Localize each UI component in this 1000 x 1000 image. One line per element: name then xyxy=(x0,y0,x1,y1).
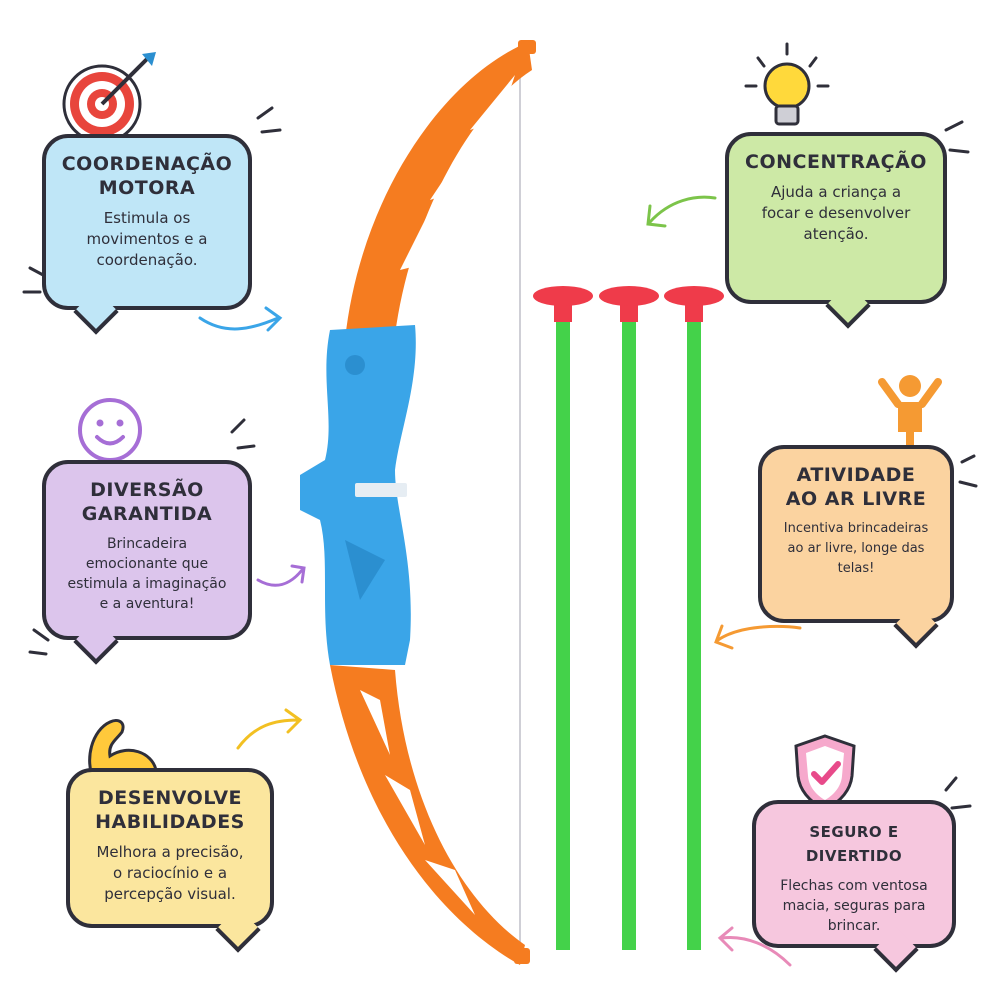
card-title: ATIVIDADE AO AR LIVRE xyxy=(776,463,936,511)
smiley-icon xyxy=(78,398,142,462)
decorative-strokes xyxy=(22,106,978,810)
arrow-1 xyxy=(533,286,593,950)
card-coordenacao-motora: COORDENAÇÃO MOTORA Estimula os movimento… xyxy=(42,134,252,310)
desc-line: macia, seguras para xyxy=(782,898,926,914)
card-description: Estimula os movimentos e a coordenação. xyxy=(60,208,234,271)
title-line: HABILIDADES xyxy=(95,811,245,833)
card-concentracao: CONCENTRAÇÃO Ajuda a criança a focar e d… xyxy=(725,132,947,304)
card-description: Brincadeira emocionante que estimula a i… xyxy=(60,534,234,614)
bow-grip xyxy=(300,325,416,665)
title-line: AO AR LIVRE xyxy=(785,488,927,510)
desc-line: e a aventura! xyxy=(99,596,195,612)
shield-check-icon xyxy=(794,734,856,812)
card-title: COORDENAÇÃO MOTORA xyxy=(60,152,234,200)
title-line: DIVERSÃO xyxy=(90,479,204,501)
card-title: DESENVOLVE HABILIDADES xyxy=(84,786,256,834)
card-title: CONCENTRAÇÃO xyxy=(743,150,929,174)
desc-line: coordenação. xyxy=(96,251,198,269)
desc-line: Melhora a precisão, xyxy=(96,843,244,861)
bow-lower-limb xyxy=(330,665,530,965)
desc-line: telas! xyxy=(837,561,875,576)
card-atividade-ao-ar-livre: ATIVIDADE AO AR LIVRE Incentiva brincade… xyxy=(758,445,954,623)
card-description: Incentiva brincadeiras ao ar livre, long… xyxy=(776,519,936,579)
pointer-arrow-concentracao xyxy=(646,195,717,228)
desc-line: emocionante que xyxy=(85,556,209,572)
lightbulb-icon xyxy=(744,42,830,126)
card-diversao-garantida: DIVERSÃO GARANTIDA Brincadeira emocionan… xyxy=(42,460,252,640)
bow-upper-limb xyxy=(345,40,536,340)
desc-line: Brincadeira xyxy=(106,536,188,552)
pointer-arrow-seguro xyxy=(717,926,792,967)
desc-line: ao ar livre, longe das xyxy=(787,541,925,556)
desc-line: atenção. xyxy=(803,225,869,243)
title-line: COORDENAÇÃO xyxy=(61,153,233,175)
pointer-arrow-desenvolve xyxy=(236,708,303,750)
title-line: SEGURO E DIVERTIDO xyxy=(805,823,903,865)
desc-line: Incentiva brincadeiras xyxy=(783,521,929,536)
title-line: DESENVOLVE xyxy=(97,787,242,809)
title-line: CONCENTRAÇÃO xyxy=(745,151,927,173)
desc-line: Estimula os xyxy=(103,209,191,227)
arrow-2 xyxy=(599,286,659,950)
desc-line: movimentos e a xyxy=(86,230,208,248)
target-icon xyxy=(62,52,156,144)
card-description: Flechas com ventosa macia, seguras para … xyxy=(770,876,938,936)
pointer-arrow-atividade xyxy=(714,624,802,650)
desc-line: focar e desenvolver xyxy=(761,204,911,222)
card-description: Melhora a precisão, o raciocínio e a per… xyxy=(84,842,256,905)
pointer-arrow-diversao xyxy=(256,564,306,587)
desc-line: brincar. xyxy=(827,918,881,934)
title-line: ATIVIDADE xyxy=(796,464,916,486)
card-title: DIVERSÃO GARANTIDA xyxy=(60,478,234,526)
pointer-arrow-coordenacao xyxy=(198,306,283,332)
card-description: Ajuda a criança a focar e desenvolver at… xyxy=(743,182,929,245)
card-seguro-e-divertido: SEGURO E DIVERTIDO Flechas com ventosa m… xyxy=(752,800,956,948)
desc-line: Flechas com ventosa xyxy=(780,878,928,894)
title-line: MOTORA xyxy=(98,177,196,199)
card-desenvolve-habilidades: DESENVOLVE HABILIDADES Melhora a precisã… xyxy=(66,768,274,928)
desc-line: Ajuda a criança a xyxy=(770,183,902,201)
person-icon xyxy=(878,375,942,450)
desc-line: o raciocínio e a xyxy=(112,864,228,882)
desc-line: percepção visual. xyxy=(104,885,236,903)
title-line: GARANTIDA xyxy=(81,503,213,525)
card-title: SEGURO E DIVERTIDO xyxy=(770,820,938,868)
arrow-3 xyxy=(664,286,724,950)
desc-line: estimula a imaginação xyxy=(67,576,227,592)
